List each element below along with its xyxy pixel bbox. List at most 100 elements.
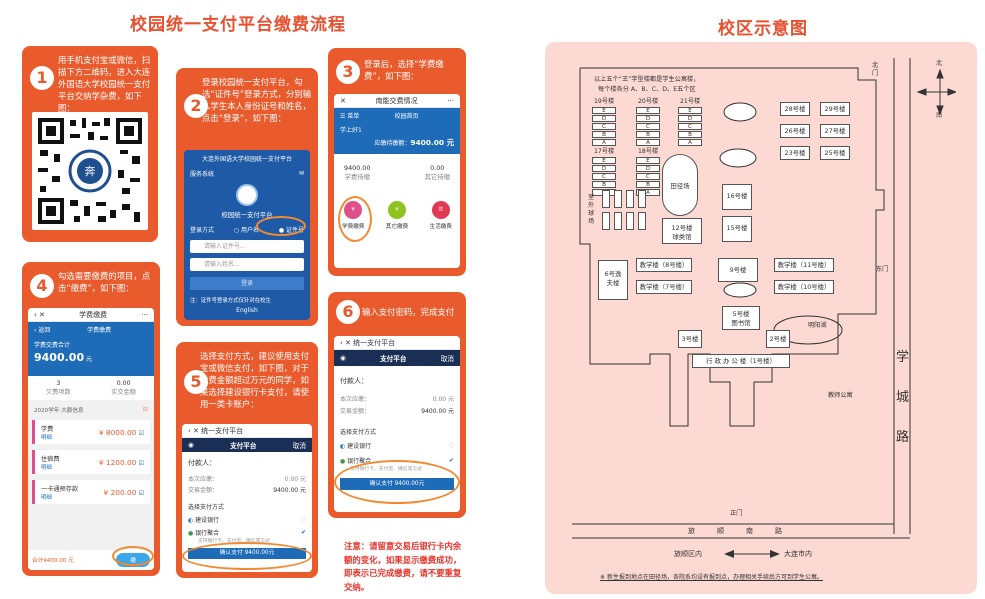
building-27: 27号楼 bbox=[820, 124, 850, 138]
dorm-zone: B bbox=[592, 181, 616, 188]
highlight-confirm-area bbox=[334, 460, 460, 504]
pay-label: 交易金额： bbox=[188, 487, 219, 494]
admin-building: 行 政 办 公 楼（1号楼） bbox=[692, 354, 790, 368]
dorm-top-label: 21号楼 bbox=[680, 98, 701, 105]
building-26: 26号楼 bbox=[780, 124, 810, 138]
fee-detail-link[interactable]: 明细 bbox=[41, 464, 52, 471]
fee-checkbox[interactable]: ☑ bbox=[138, 429, 144, 437]
amount-label: 应缴待缴额： bbox=[374, 140, 411, 147]
fee-item[interactable]: 一卡通预存款明细¥ 200.00 ☑ bbox=[32, 480, 150, 504]
bank-option[interactable]: ◐ 建设银行○ bbox=[340, 442, 454, 450]
road-lvshun-south: 旅顺南路 bbox=[688, 527, 804, 535]
dorm-zone: C bbox=[636, 123, 660, 130]
cancel-link[interactable]: 取消 bbox=[292, 442, 306, 450]
fee-amount: ¥ 8000.00 bbox=[98, 427, 137, 437]
court bbox=[602, 190, 610, 208]
fee-item[interactable]: 住宿费明细¥ 1200.00 ☑ bbox=[32, 450, 150, 474]
fee-list: 学费明细¥ 8000.00 ☑住宿费明细¥ 1200.00 ☑一卡通预存款明细¥… bbox=[28, 420, 154, 504]
school-logo bbox=[236, 184, 258, 206]
court bbox=[638, 212, 646, 230]
fee-item[interactable]: 学费明细 ¥ 8000.00 ☑ bbox=[32, 420, 150, 444]
platform-title: 支付平台 bbox=[380, 355, 407, 363]
building-23: 23号楼 bbox=[780, 146, 810, 160]
home-label[interactable]: 校园首页 bbox=[394, 113, 419, 120]
step-text: 登录校园统一支付平台，勾选“证件号”登录方式，分别输入学生本人身份证号和姓名，点… bbox=[202, 77, 312, 123]
dorm-zone: A bbox=[636, 139, 660, 146]
dorm-zone: C bbox=[592, 173, 616, 180]
step-number: 3 bbox=[336, 60, 360, 84]
sports-field: 田径场 bbox=[662, 154, 698, 216]
select-all-checkbox[interactable]: ☑ bbox=[142, 407, 148, 413]
building-28: 28号楼 bbox=[780, 102, 810, 116]
screen-header: 学费缴费 bbox=[79, 311, 108, 319]
step-number: 2 bbox=[184, 94, 208, 118]
step-3-card: 3 登录后，选择“学费缴费”，如下图： ✕南能交费情况··· ☰ 菜单校园首页 … bbox=[328, 48, 466, 276]
left-title: 校园统一支付平台缴费流程 bbox=[130, 15, 346, 35]
login-button[interactable]: 登录 bbox=[190, 277, 304, 290]
close-icon[interactable]: ‹ ✕ 统一支付平台 bbox=[340, 339, 396, 347]
teaching-7: 教学楼（7号楼） bbox=[636, 280, 692, 294]
svg-text:奔: 奔 bbox=[85, 165, 96, 178]
dorm-bottom-label: 17号楼 bbox=[594, 148, 615, 155]
other-due: 0.00 bbox=[430, 164, 445, 172]
other-pay-button[interactable]: ¥其它缴费 bbox=[386, 201, 408, 230]
living-pay-button[interactable]: ☰生活缴费 bbox=[430, 201, 452, 230]
outdoor-court-label: 室外球场 bbox=[588, 194, 595, 225]
fee-amount: ¥ 200.00 bbox=[103, 487, 137, 497]
dorm-zone: B bbox=[636, 181, 660, 188]
fee-checkbox[interactable]: ☑ bbox=[138, 459, 144, 467]
total-label: 学费交费合计 bbox=[34, 342, 71, 349]
aggregate-option[interactable]: ● 银行聚合✔ bbox=[188, 529, 306, 537]
step-6-card: 6 输入支付密码，完成支付 ‹ ✕ 统一支付平台 ◉支付平台取消 付款人： 本次… bbox=[328, 292, 466, 518]
more-icon[interactable]: ··· bbox=[141, 311, 148, 319]
option-username[interactable]: ○ 用户名 bbox=[233, 227, 259, 234]
compass-north: 北 bbox=[936, 60, 943, 67]
fee-name: 住宿费 bbox=[41, 455, 60, 463]
dorm-zone: E bbox=[636, 107, 660, 114]
step-text: 输入支付密码，完成支付 bbox=[362, 307, 455, 317]
id-input[interactable]: 请输入证件号... bbox=[190, 240, 304, 253]
close-icon[interactable]: ‹ ✕ 统一支付平台 bbox=[188, 427, 244, 435]
aggregate-option[interactable]: ● 银行聚合✔ bbox=[340, 457, 454, 465]
court bbox=[638, 190, 646, 208]
court bbox=[602, 212, 610, 230]
bank-icon: ◐ bbox=[188, 517, 194, 524]
order-label: 本次应缴： bbox=[188, 476, 219, 483]
bank-option[interactable]: ◐ 建设银行○ bbox=[188, 516, 306, 524]
menu-label[interactable]: 服务系统 bbox=[190, 171, 215, 178]
dorm-zone: B bbox=[636, 131, 660, 138]
building-29: 29号楼 bbox=[820, 102, 850, 116]
close-icon[interactable]: ✕ bbox=[340, 97, 346, 105]
fee-detail-link[interactable]: 明细 bbox=[41, 434, 52, 441]
paid-amount: 0.00 bbox=[116, 380, 131, 387]
step-number: 1 bbox=[30, 66, 54, 90]
more-icon[interactable]: ··· bbox=[447, 97, 454, 105]
aggregate-icon: ● bbox=[188, 530, 194, 537]
amount-value: 9400.00 元 bbox=[410, 138, 454, 147]
court bbox=[626, 190, 634, 208]
step-5-card: 5 选择支付方式，建议使用支付宝或微信支付，如下图，对于缴费金额超过万元的同学，… bbox=[176, 342, 318, 578]
name-input[interactable]: 请输入姓名... bbox=[190, 258, 304, 271]
cancel-link[interactable]: 取消 bbox=[440, 355, 454, 363]
step-2-card: 2 登录校园统一支付平台，勾选“证件号”登录方式，分别输入学生本人身份证号和姓名… bbox=[176, 68, 318, 326]
back-icon[interactable]: ‹ ✕ bbox=[34, 311, 45, 319]
dorm-top-label: 20号楼 bbox=[638, 98, 659, 105]
language-link[interactable]: English bbox=[236, 307, 258, 314]
fee-name: 学费 bbox=[41, 425, 54, 433]
back-link[interactable]: ‹ 返回 bbox=[34, 327, 51, 334]
building-2: 2号楼 bbox=[766, 330, 790, 348]
mail-icon[interactable]: ✉ bbox=[298, 170, 304, 177]
menu-label[interactable]: ☰ 菜单 bbox=[340, 113, 360, 120]
dorm-zone: A bbox=[636, 189, 660, 196]
dorm-zone: A bbox=[592, 139, 616, 146]
dorm-zone: D bbox=[592, 115, 616, 122]
dorm-zone: E bbox=[636, 157, 660, 164]
compass-south: 南 bbox=[936, 112, 943, 119]
building-9: 9号楼 bbox=[718, 258, 758, 282]
step-text: 选择支付方式，建议使用支付宝或微信支付，如下图，对于缴费金额超过万元的同学，如果… bbox=[200, 351, 309, 409]
fee-detail-link[interactable]: 明细 bbox=[41, 494, 52, 501]
fee-checkbox[interactable]: ☑ bbox=[138, 489, 144, 497]
tuition-due: 9400.00 bbox=[344, 164, 371, 172]
pay-amount: 9400.00 元 bbox=[421, 408, 454, 415]
